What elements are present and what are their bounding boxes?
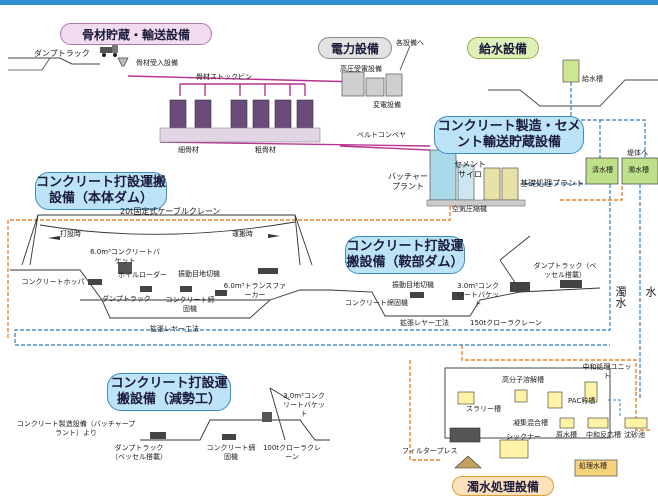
label-to-each: 各設備へ: [396, 39, 424, 47]
label-placing-time: 打設時: [60, 230, 81, 238]
aggregate-hill: [8, 57, 100, 65]
label-polymer-tank: 高分子溶解槽: [502, 376, 544, 384]
water-hill: [488, 79, 658, 107]
label-water-tank: 給水槽: [582, 75, 603, 83]
label-transformer: 変電設備: [373, 101, 401, 109]
main-dam-machines: [88, 262, 278, 296]
stock-bins: [169, 99, 314, 129]
label-cable-crane: 20t固定式ケーブルクレーン: [120, 207, 221, 216]
label-cement-silo: セメントサイロ: [454, 160, 486, 179]
label-fine-agg: 細骨材: [178, 146, 199, 154]
label-vibro-joint: 振動目地切機: [178, 270, 220, 278]
label-clear-water: 清水槽: [592, 166, 613, 174]
label-treated-tank: 処理水槽: [579, 462, 607, 470]
label-coarse-agg: 粗骨材: [255, 146, 276, 154]
title-wastewater: 濁水処理設備: [452, 476, 554, 496]
label-sand-settling: 沈砂池: [624, 431, 645, 439]
top-strip: [0, 0, 658, 5]
label-vibro-joint-saddle: 振動目地切機: [392, 281, 434, 289]
title-placing-reduce: コンクリート打設運搬設備（減勢工）: [107, 373, 231, 411]
power-equipment: [341, 71, 403, 97]
filter-press-icon: [449, 427, 481, 443]
label-ext-layer-saddle: 拡張レヤー工法: [400, 319, 449, 327]
label-ext-layer-main: 拡張レヤー工法: [150, 325, 199, 333]
label-flocc-tank: 凝集混合槽: [513, 419, 548, 427]
label-transport-time: 運搬時: [232, 230, 253, 238]
label-thickener: シックナー: [506, 433, 541, 441]
label-dump-truck-top: ダンプトラック: [34, 49, 90, 58]
title-placing-saddle: コンクリート打設運搬設備（鞍部ダム）: [345, 236, 465, 274]
saddle-dam-machines: [410, 280, 582, 300]
label-slurry-tank: スラリー槽: [466, 405, 501, 413]
label-bucket-3-saddle: 3.0m³コンクリートバケット: [457, 282, 499, 308]
treated-water-tank: [574, 459, 618, 477]
clear-water-tank: [585, 157, 619, 185]
label-raw-water-tank: 原水槽: [556, 431, 577, 439]
label-wheel-loader: ホイルローダー: [118, 271, 167, 279]
label-compactor-reduce: コンクリート締固機: [206, 444, 256, 461]
label-muddy-water: 濁水: [614, 286, 627, 308]
label-belt-conveyor: ベルトコンベヤ: [357, 131, 406, 139]
label-neutral-unit: 中和処理ユニット: [582, 363, 632, 380]
muddy-lines: [7, 186, 650, 461]
wastewater-frame: [444, 367, 611, 439]
title-placing-main: コンクリート打設運搬設備（本体ダム）: [35, 172, 167, 210]
label-neutral-react: 中和反応槽: [586, 431, 621, 439]
label-transfer-car: 6.0m³トランスファーカー: [223, 282, 287, 299]
title-water-supply: 給水設備: [467, 37, 539, 59]
label-dump-vessel-reduce: ダンプトラック（ベッセル搭載）: [111, 444, 167, 461]
label-air-compressor: 空気圧縮機: [452, 205, 487, 213]
title-power: 電力設備: [318, 37, 392, 59]
label-crawler-100: 100tクローラクレーン: [262, 444, 322, 461]
label-filter-press: フィルタープレス: [402, 447, 458, 455]
label-dike-water: 堤体へ: [627, 149, 648, 157]
water-tank-icon: [562, 59, 580, 83]
ww-tanks: [449, 381, 648, 477]
main-dam: [10, 214, 330, 319]
label-batcher-plant: バッチャープラント: [388, 172, 428, 191]
label-compactor-main: コンクリート締固機: [165, 296, 215, 313]
label-crawler-150: 150tクローラクレーン: [470, 319, 542, 327]
label-agg-receiving: 骨材受入設備: [136, 59, 178, 67]
reduce-dam: [140, 387, 330, 441]
label-bucket-3-reduce: 3.0m³コンクリートバケット: [283, 392, 325, 418]
reduce-machines: [150, 412, 272, 440]
label-foundation-plant: 基礎処理プラント: [520, 179, 584, 188]
water-lines: [14, 183, 641, 400]
label-bucket-6: 6.0m³コンクリートバケット: [90, 248, 160, 265]
label-hv-substation: 高圧受電設備: [340, 65, 382, 73]
label-concrete-hopper: コンクリートホッパ: [21, 278, 85, 286]
label-dump-truck-main: ダンプトラック: [102, 295, 151, 303]
batcher-plant: [429, 149, 519, 201]
label-compactor-saddle: コンクリート締固機: [345, 299, 408, 307]
label-dump-vessel: ダンプトラック（ベッセル搭載）: [533, 262, 597, 279]
title-aggregate: 骨材貯蔵・輸送設備: [60, 23, 212, 45]
label-water-char: 水: [644, 286, 657, 297]
label-pac-storage: PAC貯槽: [568, 397, 596, 405]
dump-truck-top: [100, 44, 118, 57]
title-concrete-production: コンクリート製造・セメント輸送貯蔵設備: [434, 116, 584, 154]
label-settling-tank: 濁水槽: [628, 166, 649, 174]
label-agg-stock-bin: 骨材ストックビン: [196, 73, 252, 81]
label-plant-origin: コンクリート製造設備（バッチャープラント）より: [16, 420, 136, 437]
